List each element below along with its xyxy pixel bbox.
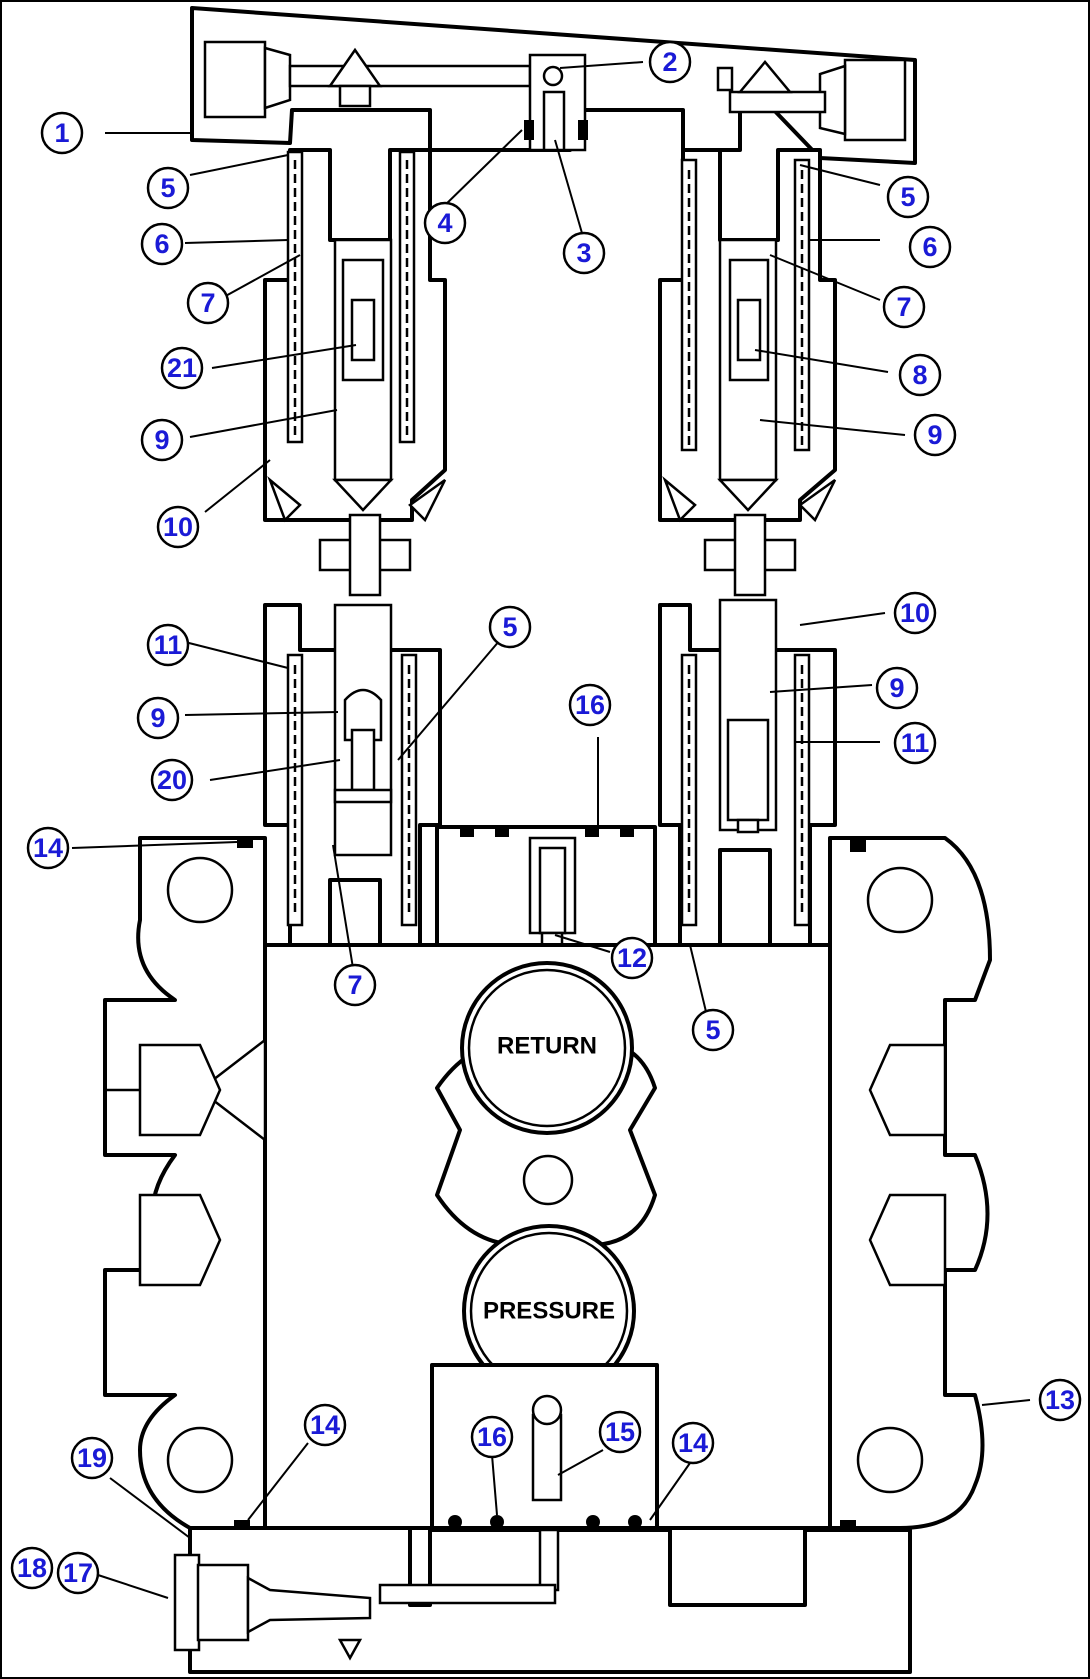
- svg-text:14: 14: [310, 1410, 340, 1440]
- svg-text:4: 4: [437, 208, 452, 238]
- callout-5-top-left: 5: [146, 166, 190, 210]
- callout-3: 3: [562, 231, 606, 275]
- end-plug-nut: [173, 1553, 201, 1652]
- callout-12: 12: [610, 936, 654, 980]
- callouts: 1 2 3 4 5 5 5 5 6 6 7 7 7 8 9 9 9 9 10 1…: [10, 40, 1082, 1595]
- svg-text:18: 18: [17, 1553, 47, 1583]
- svg-text:6: 6: [922, 232, 937, 262]
- callout-11-right: 11: [893, 721, 937, 765]
- svg-text:6: 6: [154, 229, 169, 259]
- svg-text:11: 11: [901, 728, 930, 758]
- callout-5-bottom-right: 5: [691, 1008, 735, 1052]
- callout-14-left: 14: [26, 826, 70, 870]
- svg-text:2: 2: [662, 47, 677, 77]
- callout-9-upper-left: 9: [140, 418, 184, 462]
- svg-text:5: 5: [160, 173, 175, 203]
- left-upper-spool-assembly: [263, 148, 447, 523]
- callout-6-left: 6: [140, 222, 184, 266]
- svg-text:17: 17: [63, 1558, 93, 1588]
- callout-13: 13: [1038, 1378, 1082, 1422]
- callout-7-lower-left: 7: [333, 963, 377, 1007]
- svg-text:9: 9: [889, 673, 904, 703]
- svg-text:14: 14: [33, 833, 63, 863]
- right-top-fitting: [843, 58, 907, 142]
- callout-9-lower-left: 9: [136, 696, 180, 740]
- check-ball: [542, 65, 564, 87]
- callout-11-left: 11: [146, 623, 190, 667]
- callout-2: 2: [648, 40, 692, 84]
- mount-hole-top-right: [866, 866, 934, 934]
- svg-text:5: 5: [502, 612, 517, 642]
- svg-text:12: 12: [617, 943, 647, 973]
- bottom-end-cap: [173, 1526, 912, 1674]
- end-plug: [196, 1563, 250, 1642]
- ball-plunger-15: [531, 1413, 563, 1502]
- svg-text:10: 10: [900, 598, 930, 628]
- svg-text:10: 10: [163, 512, 193, 542]
- callout-5-middle: 5: [488, 605, 532, 649]
- cross-passages: [318, 513, 797, 597]
- callout-7-upper-right: 7: [882, 285, 926, 329]
- pressure-port-label: PRESSURE: [483, 1298, 615, 1325]
- svg-text:9: 9: [154, 425, 169, 455]
- svg-text:9: 9: [927, 420, 942, 450]
- callout-10-right: 10: [893, 591, 937, 635]
- callout-17: 17: [56, 1551, 100, 1595]
- callout-19: 19: [70, 1436, 114, 1480]
- callout-14-bottom-left: 14: [303, 1403, 347, 1447]
- svg-text:21: 21: [167, 353, 197, 383]
- callout-6-right: 6: [908, 225, 952, 269]
- svg-text:11: 11: [154, 630, 183, 660]
- svg-text:13: 13: [1045, 1385, 1075, 1415]
- callout-18: 18: [10, 1546, 54, 1590]
- callout-7-upper-left: 7: [186, 281, 230, 325]
- callout-9-lower-right: 9: [875, 666, 919, 710]
- svg-text:7: 7: [200, 288, 215, 318]
- return-port-label: RETURN: [497, 1033, 597, 1060]
- callout-16-bottom: 16: [470, 1415, 514, 1459]
- callout-21: 21: [160, 346, 204, 390]
- mount-hole-bottom-left: [166, 1426, 234, 1494]
- svg-text:16: 16: [477, 1422, 507, 1452]
- callout-5-top-right: 5: [886, 175, 930, 219]
- mount-hole-top-left: [166, 856, 234, 924]
- svg-text:8: 8: [912, 360, 927, 390]
- callout-1: 1: [40, 111, 84, 155]
- callout-20: 20: [150, 758, 194, 802]
- left-lower-spool-assembly: [263, 603, 442, 947]
- svg-text:15: 15: [605, 1417, 635, 1447]
- svg-text:5: 5: [705, 1015, 720, 1045]
- leader-lines: [71, 61, 1031, 1599]
- callout-8: 8: [898, 353, 942, 397]
- svg-text:7: 7: [347, 970, 362, 1000]
- callout-4: 4: [423, 201, 467, 245]
- callout-14-bottom-right: 14: [671, 1421, 715, 1465]
- right-upper-spool-assembly: [658, 148, 837, 523]
- svg-text:7: 7: [896, 292, 911, 322]
- svg-text:5: 5: [900, 182, 915, 212]
- svg-text:19: 19: [77, 1443, 107, 1473]
- callout-10-left: 10: [156, 505, 200, 549]
- svg-text:14: 14: [678, 1428, 708, 1458]
- callout-16-top: 16: [568, 683, 612, 727]
- svg-text:9: 9: [150, 703, 165, 733]
- left-top-fitting: [203, 40, 267, 119]
- svg-text:20: 20: [157, 765, 187, 795]
- top-cap-housing: [190, 6, 917, 165]
- svg-text:3: 3: [576, 238, 591, 268]
- mount-hole-bottom-right: [856, 1426, 924, 1494]
- plunger: [542, 90, 566, 152]
- callout-15: 15: [598, 1410, 642, 1454]
- ports-group: RETURN PRESSURE: [435, 961, 657, 1398]
- callout-9-upper-right: 9: [913, 413, 957, 457]
- svg-text:16: 16: [575, 690, 605, 720]
- svg-text:1: 1: [54, 118, 69, 148]
